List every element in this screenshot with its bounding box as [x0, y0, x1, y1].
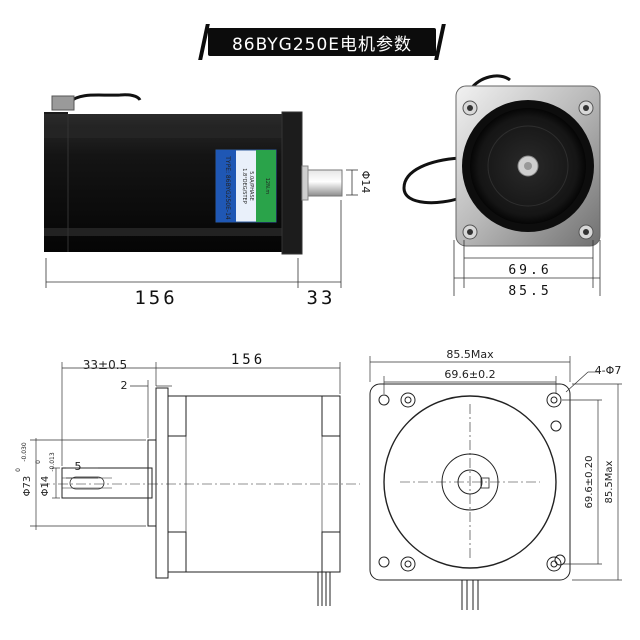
photo-side-dimensions — [45, 169, 358, 288]
drawing-body-length-label: 156 — [231, 352, 265, 368]
drawing-pilot-tol-lower: -0.030 — [21, 442, 28, 462]
nameplate-torque: 12N.m — [264, 178, 270, 195]
drawing-front-dimensions — [369, 356, 622, 581]
motor-shaft — [301, 169, 343, 197]
cable-gland — [51, 95, 75, 111]
drawing-hole-spacing-label: 69.6±0.2 — [444, 368, 495, 381]
drawing-step-label: 2 — [121, 379, 128, 392]
photo-front-dimensions — [453, 240, 601, 296]
drawing-side-dimensions — [30, 362, 341, 530]
drawing-pilot-dia-label: Φ73 — [22, 476, 33, 497]
drawing-hole-spacing-v-label: 69.6±0.20 — [584, 456, 595, 509]
drawing-shaft-tol-lower: -0.013 — [49, 452, 56, 472]
motor-side-photo: TYPE: 86BYG250E-14 1.8°DEG/STEP 5.0A/PHA… — [44, 93, 343, 255]
drawing-flange-width-label: 85.5Max — [446, 348, 494, 361]
drawing-shaft-dia-label: Φ14 — [40, 476, 51, 497]
page-title: 86BYG250E电机参数 — [231, 34, 413, 55]
motor-cable — [402, 156, 461, 205]
title-banner: 86BYG250E电机参数 — [208, 28, 436, 56]
photo-shaft-dia-label: Φ14 — [359, 171, 372, 194]
drawing-shaft-length-label: 33±0.5 — [83, 358, 127, 372]
photo-hole-spacing-label: 69.6 — [508, 263, 551, 278]
drawing-flange-height-label: 85.5Max — [604, 460, 615, 503]
photo-shaft-length-label: 33 — [307, 287, 336, 309]
nameplate-step: 1.8°DEG/STEP — [241, 168, 247, 203]
photo-length-label: 156 — [134, 287, 177, 309]
drawing-front-view — [369, 383, 571, 610]
photo-flange-label: 85.5 — [508, 284, 551, 299]
drawing-shaft-tol-upper: 0 — [35, 460, 42, 464]
motor-front-photo — [402, 74, 601, 247]
drawing-side-view — [40, 387, 360, 606]
nameplate-type: TYPE: 86BYG250E-14 — [224, 155, 231, 220]
drawing-key-label: 5 — [75, 460, 82, 473]
nameplate-current: 5.0A/PHASE — [248, 171, 254, 201]
drawing-pilot-tol-upper: 0 — [15, 468, 22, 472]
drawing-mount-holes-label: 4-Φ7 — [595, 364, 622, 377]
